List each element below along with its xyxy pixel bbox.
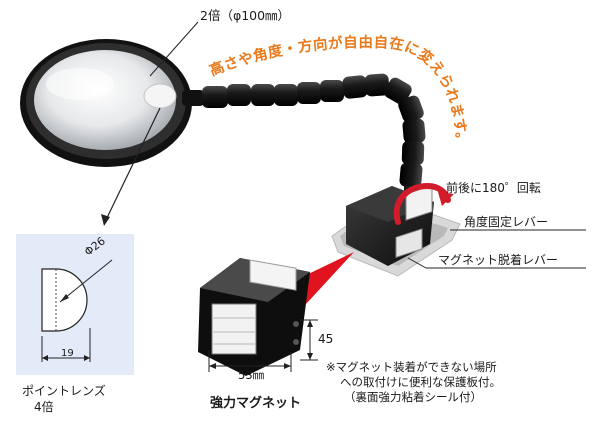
note-line-2: への取付けに便利な保護板付。 <box>340 375 501 389</box>
point-width-label: 19 <box>61 348 74 359</box>
angle-lever-label: 角度固定レバー <box>464 215 549 229</box>
point-lens-name: ポイントレンズ <box>22 384 106 398</box>
magnet-height-label: 45 <box>318 332 334 346</box>
point-lens-inset <box>16 234 134 375</box>
point-lens-spot <box>143 83 177 109</box>
protection-plate-note: ※マグネット装着ができない場所 への取付けに便利な保護板付。 （裏面強力粘着シー… <box>326 360 501 405</box>
rotate-label: 前後に180゜回転 <box>446 181 541 195</box>
magnet-callout-wedge <box>300 252 354 304</box>
magnet-lever-leader <box>407 257 427 269</box>
note-line-1: ※マグネット装着ができない場所 <box>326 360 497 374</box>
point-lens-magnification: 4倍 <box>34 400 54 414</box>
rotate-arrowhead-icon <box>438 192 454 206</box>
lens-size-label: 2倍（φ100㎜） <box>200 8 291 23</box>
magnifier-lens <box>20 39 204 167</box>
magnet-base <box>331 184 461 277</box>
note-line-3: （裏面強力粘着シール付） <box>344 390 482 404</box>
flexible-arm <box>202 73 426 210</box>
magnet-title: 強力マグネット <box>210 396 302 411</box>
magnet-width-label: 53㎜ <box>238 368 265 382</box>
lens-size-leader <box>149 21 199 77</box>
point-lens-diagram <box>41 259 113 362</box>
point-lens-arrow <box>103 107 161 225</box>
magnet-closeup <box>198 258 310 376</box>
magnet-lever-label: マグネット脱着レバー <box>438 253 559 267</box>
